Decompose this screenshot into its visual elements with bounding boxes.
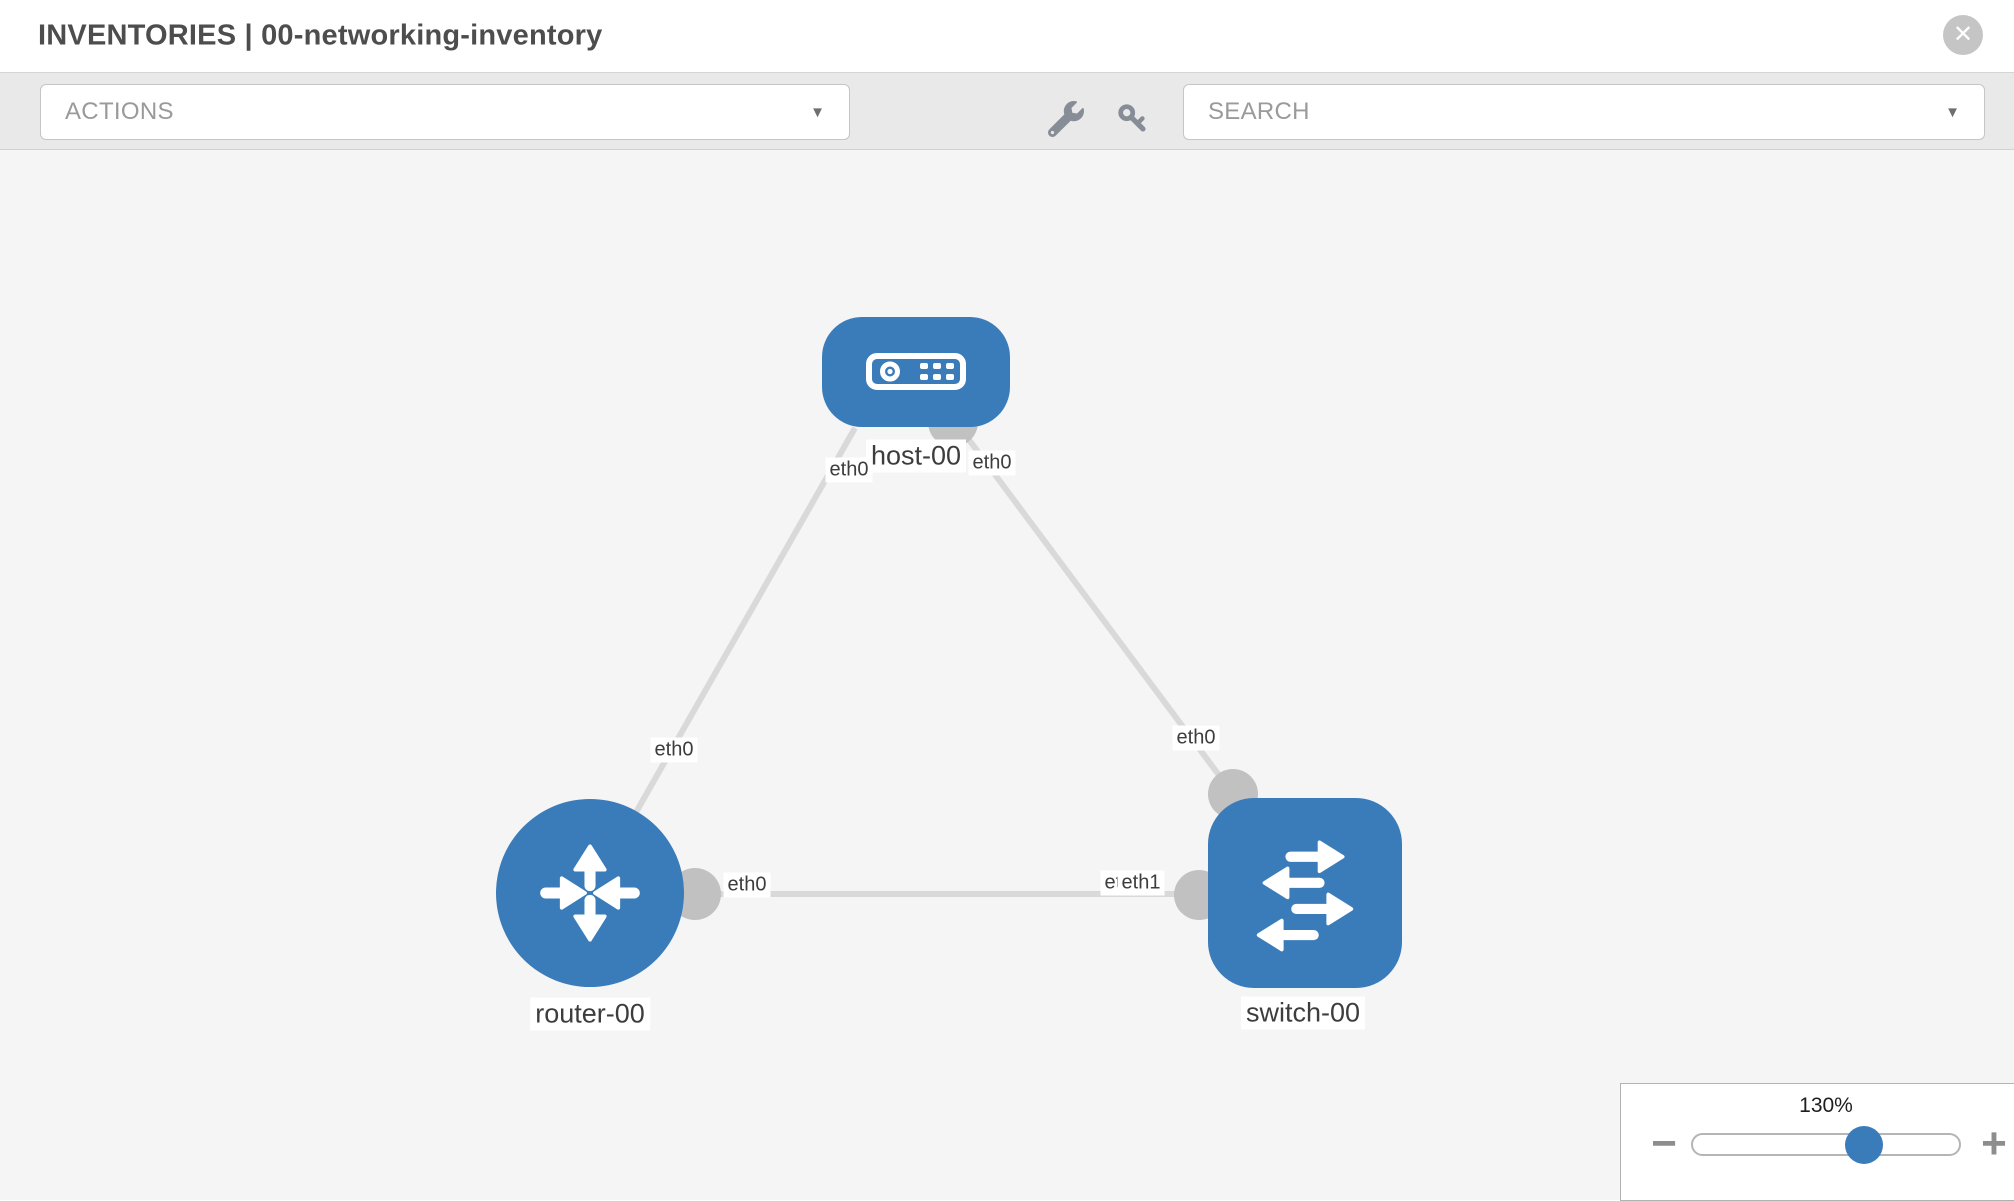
search-dropdown[interactable]: SEARCH ▼ [1183, 84, 1985, 140]
node-label-router: router-00 [530, 997, 650, 1031]
key-icon [1118, 104, 1146, 132]
topology-canvas[interactable]: host-00 eth0 eth0 eth0 router-00 eth0 et… [0, 150, 2014, 1201]
switch-icon [1256, 840, 1354, 952]
plus-icon: + [1981, 1119, 2007, 1168]
router-icon [540, 844, 640, 942]
chevron-down-icon: ▼ [1945, 103, 1960, 121]
key-button[interactable] [1116, 102, 1150, 136]
actions-dropdown-label: ACTIONS [65, 98, 174, 125]
close-button[interactable]: ✕ [1943, 15, 1983, 55]
port-label-eth1-switch-left: eth1 [1117, 870, 1165, 896]
zoom-slider-track[interactable] [1691, 1133, 1961, 1156]
actions-dropdown[interactable]: ACTIONS ▼ [40, 84, 850, 140]
page-title: INVENTORIES | 00-networking-inventory [38, 19, 603, 52]
wrench-button[interactable] [1048, 101, 1084, 137]
title-bar: INVENTORIES | 00-networking-inventory ✕ [0, 0, 2014, 72]
node-router-00[interactable] [496, 799, 684, 987]
wrench-icon [1048, 101, 1084, 137]
zoom-level-value: 130% [1799, 1094, 1853, 1117]
search-dropdown-label: SEARCH [1208, 98, 1310, 125]
port-label-eth0-host-left: eth0 [825, 457, 873, 483]
server-icon [866, 353, 966, 390]
zoom-panel: 130% − + [1620, 1083, 2014, 1201]
node-switch-00[interactable] [1208, 798, 1402, 988]
chevron-down-icon: ▼ [810, 103, 825, 121]
port-dot-group [669, 397, 1258, 920]
port-label-eth0-host-right: eth0 [968, 450, 1016, 476]
port-label-eth0-router-uplink: eth0 [650, 737, 698, 763]
minus-icon: − [1651, 1119, 1677, 1168]
link-group [587, 423, 1236, 897]
node-label-switch: switch-00 [1240, 996, 1366, 1030]
zoom-slider-thumb[interactable] [1845, 1126, 1883, 1164]
close-icon: ✕ [1952, 21, 1974, 48]
node-host-00[interactable] [822, 317, 1010, 427]
node-label-host: host-00 [865, 439, 967, 473]
port-label-eth0-switch-top: eth0 [1172, 725, 1220, 751]
toolbar: ACTIONS ▼ SEARCH ▼ [0, 72, 2014, 150]
port-label-eth0-router-right: eth0 [723, 872, 771, 898]
